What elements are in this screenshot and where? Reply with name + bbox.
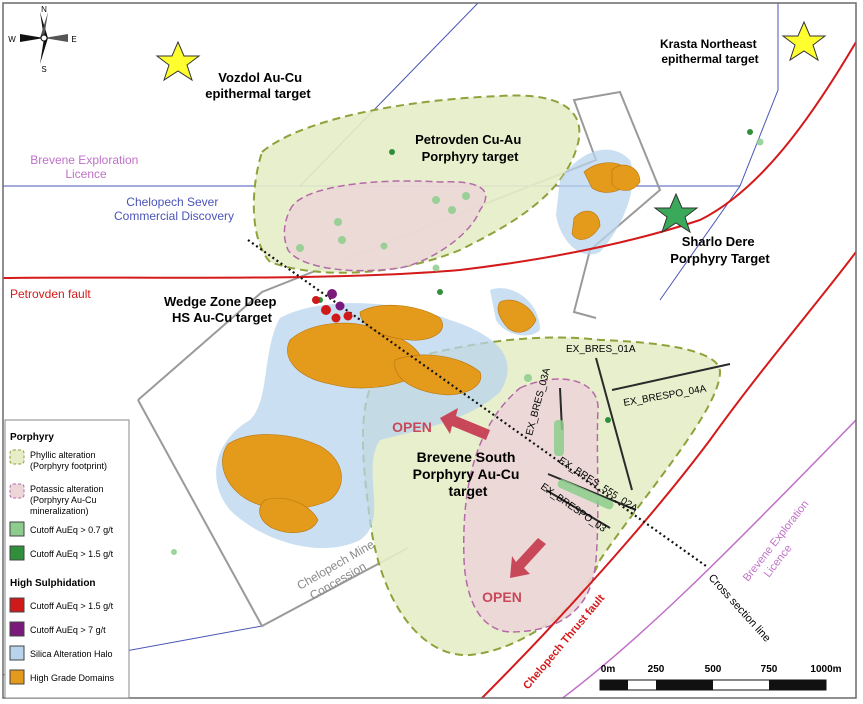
- sharlo-label: Sharlo Dere Porphyry Target: [670, 234, 770, 266]
- brevene-licence-se-label: Brevene Exploration Licence: [741, 496, 824, 592]
- petrovden-fault-label: Petrovden fault: [10, 287, 91, 301]
- legend-hs15-swatch: [9, 597, 25, 613]
- brevene-licence-boundary: [561, 419, 856, 698]
- krasta-label: Krasta Northeast epithermal target: [660, 37, 760, 66]
- krasta-star-icon: [781, 20, 827, 62]
- legend-potassic-swatch: [9, 483, 25, 499]
- legend-hs15-label: Cutoff AuEq > 1.5 g/t: [30, 601, 114, 611]
- hole-label-01a: EX_BRES_01A: [566, 344, 636, 355]
- legend-hs-title: High Sulphidation: [10, 578, 96, 589]
- hs-intercepts: [312, 289, 353, 323]
- legend-silica-label: Silica Alteration Halo: [30, 649, 113, 659]
- potassic-zone-brevene: [462, 378, 599, 633]
- sharlo-star-icon: [653, 192, 699, 234]
- brevene-south-label: Brevene South Porphyry Au-Cu target: [413, 449, 524, 499]
- compass-north-label: N: [41, 5, 47, 14]
- scale-tick-1000: 1000m: [810, 664, 841, 675]
- legend-potassic-label: Potassic alteration (Porphyry Au-Cu mine…: [30, 484, 106, 516]
- compass-south-label: S: [41, 65, 46, 74]
- scale-bar: 0m 250 500 750 1000m: [599, 664, 842, 691]
- legend-cut07-swatch: [9, 521, 25, 537]
- scale-tick-250: 250: [648, 664, 665, 675]
- legend-phyllic-label: Phyllic alteration (Porphyry footprint): [30, 450, 107, 471]
- petrovden-label: Petrovden Cu-Au Porphyry target: [415, 132, 525, 164]
- vozdol-label: Vozdol Au-Cu epithermal target: [205, 70, 311, 101]
- legend-hs7-label: Cutoff AuEq > 7 g/t: [30, 625, 106, 635]
- cross-section-label: Cross section line: [706, 572, 773, 645]
- legend-hgd-label: High Grade Domains: [30, 673, 115, 683]
- legend-cut07-label: Cutoff AuEq > 0.7 g/t: [30, 525, 114, 535]
- legend-porphyry-title: Porphyry: [10, 432, 54, 443]
- petrovden-fault: [3, 41, 856, 279]
- legend-silica-swatch: [9, 645, 25, 661]
- compass-west-label: W: [8, 35, 16, 44]
- legend-hgd-swatch: [9, 669, 25, 685]
- legend-cut15-swatch: [9, 545, 25, 561]
- compass-east-label: E: [71, 35, 76, 44]
- compass-rose-icon: [20, 12, 68, 64]
- open-arrow-west-icon: [440, 408, 490, 440]
- high-grade-domains: [222, 162, 641, 533]
- open-label-west: OPEN: [392, 419, 432, 435]
- chelopech-thrust-fault: [480, 251, 856, 698]
- drillhole-intercepts: [171, 138, 764, 555]
- legend-hs7-swatch: [9, 621, 25, 637]
- legend-cut15-label: Cutoff AuEq > 1.5 g/t: [30, 549, 114, 559]
- open-label-south: OPEN: [482, 589, 522, 605]
- chelopech-sever-label: Chelopech Sever Commercial Discovery: [114, 195, 234, 223]
- scale-tick-750: 750: [761, 664, 778, 675]
- drillhole-traces: [545, 357, 731, 529]
- potassic-zone-petrovden: [283, 180, 487, 272]
- brevene-licence-nw-label: Brevene Exploration Licence: [30, 153, 141, 181]
- scale-tick-0: 0m: [601, 664, 616, 675]
- open-arrow-south-icon: [510, 538, 546, 578]
- legend-phyllic-swatch: [9, 449, 25, 465]
- cross-section-line: [247, 239, 707, 567]
- vozdol-star-icon: [155, 40, 201, 82]
- wedge-zone-label: Wedge Zone Deep HS Au-Cu target: [164, 294, 280, 325]
- scale-tick-500: 500: [705, 664, 722, 675]
- legend: Porphyry Phyllic alteration (Porphyry fo…: [4, 419, 130, 699]
